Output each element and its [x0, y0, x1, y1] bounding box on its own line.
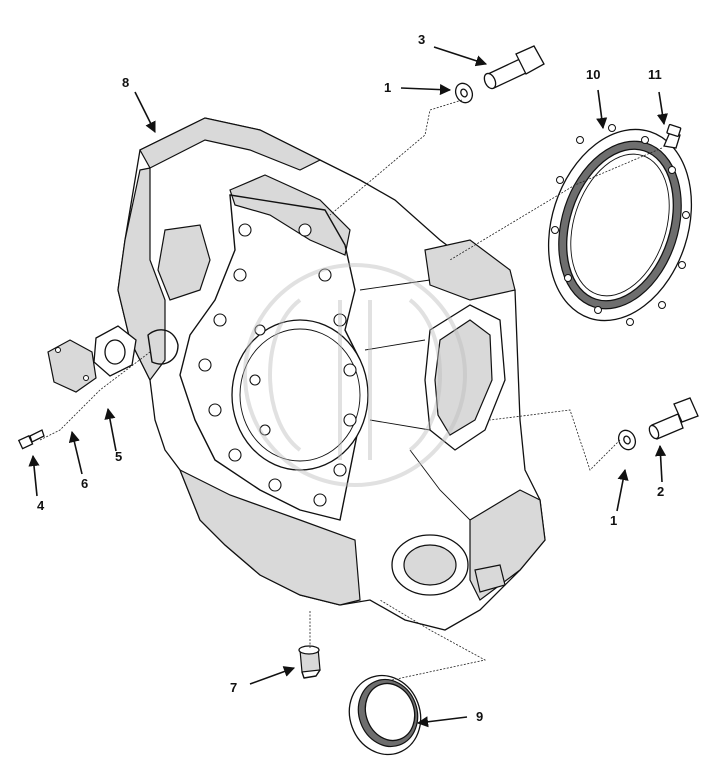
- plug-7: [298, 645, 321, 679]
- callout-9: 9: [476, 709, 483, 724]
- watermark-logo: [243, 263, 467, 487]
- cover-plate-6: [47, 339, 97, 393]
- washer-1-right: [617, 429, 637, 451]
- washer-1-top: [454, 82, 474, 104]
- callout-arrows: [28, 46, 668, 728]
- callout-1-top: 1: [384, 80, 391, 95]
- gasket-5: [93, 325, 137, 377]
- callout-10: 10: [586, 67, 600, 82]
- callout-1-right: 1: [610, 513, 617, 528]
- bolt-3: [483, 45, 545, 90]
- callout-5: 5: [115, 449, 122, 464]
- oil-seal-9: [348, 674, 422, 756]
- bolt-2: [648, 397, 699, 440]
- callout-4: 4: [37, 498, 45, 513]
- screw-11: [663, 123, 682, 149]
- callout-labels: 3 1 8 10 11 2 1 4 6 5 7 9: [37, 32, 664, 724]
- flywheel-housing: [117, 117, 546, 631]
- callout-7: 7: [230, 680, 237, 695]
- callout-2: 2: [657, 484, 664, 499]
- callout-3: 3: [418, 32, 425, 47]
- rear-seal-flange: [547, 124, 693, 326]
- callout-6: 6: [81, 476, 88, 491]
- callout-8: 8: [122, 75, 129, 90]
- assembly-leader-lines: [39, 99, 663, 681]
- screw-4: [17, 429, 45, 450]
- callout-11: 11: [648, 67, 662, 82]
